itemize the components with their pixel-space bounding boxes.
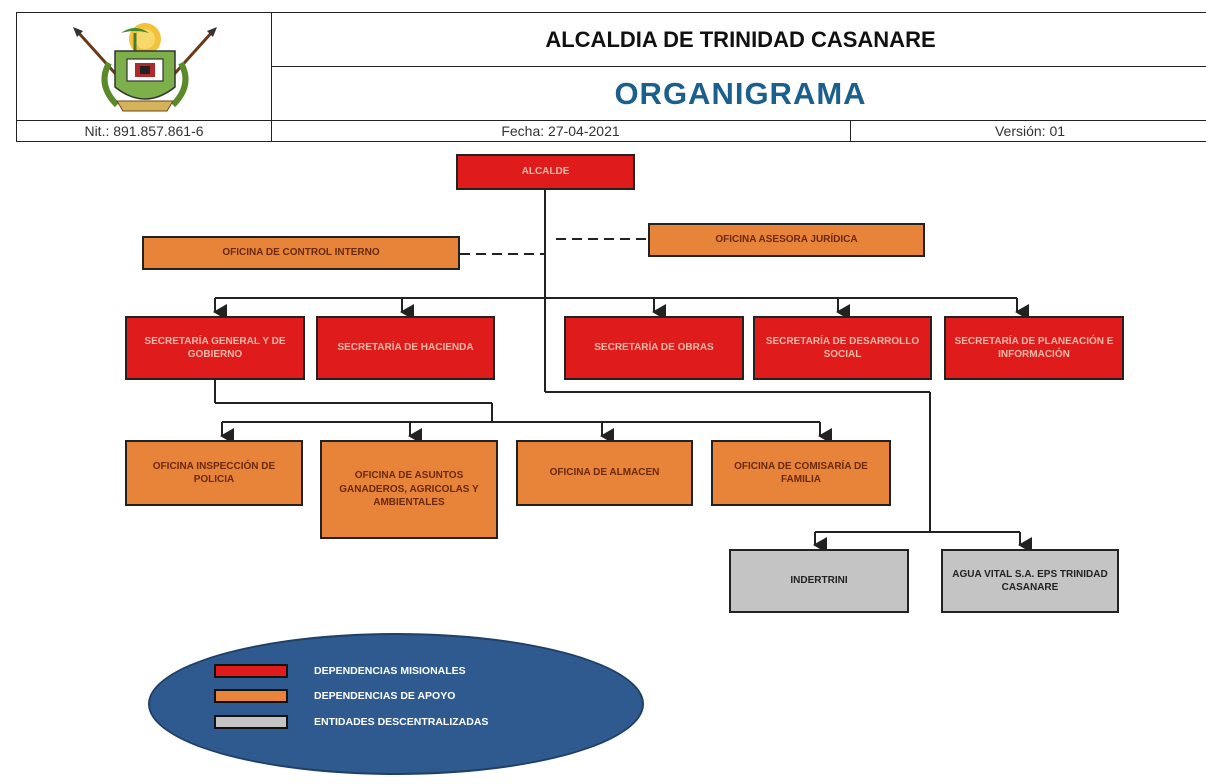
oficina-asuntos-ganaderos-box: OFICINA DE ASUNTOS GANADEROS, AGRICOLAS … (320, 440, 498, 539)
nit-text: Nit.: 891.857.861-6 (16, 120, 272, 142)
oficina-comisaria-box: OFICINA DE COMISARÍA DE FAMILIA (711, 440, 891, 506)
legend-swatch-apoyo (214, 689, 288, 703)
version-text: Versión: 01 (850, 120, 1206, 142)
coat-of-arms-logo (73, 23, 217, 112)
oficina-almacen-box: OFICINA DE ALMACEN (516, 440, 693, 506)
legend-label: DEPENDENCIAS MISIONALES (314, 665, 466, 677)
legend-item-misionales: DEPENDENCIAS MISIONALES (214, 664, 466, 678)
indertrini-box: INDERTRINI (729, 549, 909, 613)
control-interno-box: OFICINA DE CONTROL INTERNO (142, 236, 460, 270)
alcalde-box: ALCALDE (456, 154, 635, 190)
legend-swatch-misionales (214, 664, 288, 678)
secretaria-obras-box: SECRETARÍA DE OBRAS (564, 316, 744, 380)
agua-vital-box: AGUA VITAL S.A. EPS TRINIDAD CASANARE (941, 549, 1119, 613)
document-header: Nit.: 891.857.861-6 ALCALDIA DE TRINIDAD… (16, 12, 1206, 142)
legend-label: DEPENDENCIAS DE APOYO (314, 690, 456, 702)
legend-swatch-descentralizadas (214, 715, 288, 729)
secretaria-general-box: SECRETARÍA GENERAL Y DE GOBIERNO (125, 316, 305, 380)
secretaria-planeacion-box: SECRETARÍA DE PLANEACIÓN E INFORMACIÓN (944, 316, 1124, 380)
asesora-juridica-box: OFICINA ASESORA JURÍDICA (648, 223, 925, 257)
date-text: Fecha: 27-04-2021 (271, 120, 851, 142)
legend: DEPENDENCIAS MISIONALES DEPENDENCIAS DE … (148, 633, 644, 775)
logo-cell (16, 12, 272, 121)
legend-label: ENTIDADES DESCENTRALIZADAS (314, 716, 489, 728)
oficina-inspeccion-box: OFICINA INSPECCIÓN DE POLICIA (125, 440, 303, 506)
secretaria-desarrollo-social-box: SECRETARÍA DE DESARROLLO SOCIAL (753, 316, 932, 380)
legend-item-apoyo: DEPENDENCIAS DE APOYO (214, 689, 455, 703)
secretaria-hacienda-box: SECRETARÍA DE HACIENDA (316, 316, 495, 380)
legend-item-descentralizadas: ENTIDADES DESCENTRALIZADAS (214, 715, 488, 729)
